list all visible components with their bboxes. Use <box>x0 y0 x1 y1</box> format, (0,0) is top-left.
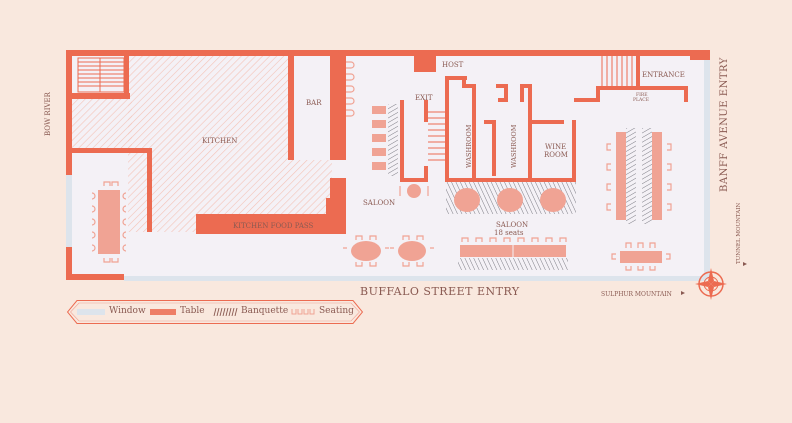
label-saloon-seats: 18 seats <box>494 229 524 237</box>
label-fireplace-2: PLACE <box>633 97 649 103</box>
table-south-2 <box>390 235 434 267</box>
label-tunnel-mountain: TUNNEL MOUNTAIN <box>736 203 742 264</box>
label-banff-avenue-entry: BANFF AVENUE ENTRY <box>719 57 730 192</box>
seating <box>372 106 386 170</box>
label-washroom-1: WASHROOM <box>465 124 473 168</box>
stairs-exit <box>428 111 445 161</box>
bar-stools <box>346 61 355 117</box>
label-bar: BAR <box>306 99 322 107</box>
arrow-right-icon <box>743 262 747 266</box>
window-west <box>66 175 72 247</box>
label-saloon-small: SALOON <box>363 199 395 207</box>
legend-table-label: Table <box>180 306 205 316</box>
label-host: HOST <box>442 61 464 69</box>
saloon-small-table <box>399 184 429 198</box>
label-saloon-main: SALOON <box>496 221 528 229</box>
legend-seating-swatch <box>291 309 315 315</box>
legend-window-label: Window <box>109 306 146 316</box>
legend-table-swatch <box>150 309 176 315</box>
compass-rose-icon <box>695 268 727 300</box>
legend-banquette-label: Banquette <box>241 306 289 316</box>
label-fireplace-1: FIRE <box>636 92 648 98</box>
table-east-small <box>611 242 671 271</box>
table-south-long <box>458 237 568 270</box>
kitchen-area <box>72 56 332 232</box>
banquette <box>388 104 398 176</box>
label-entrance: ENTRANCE <box>642 71 685 79</box>
label-washroom-2: WASHROOM <box>510 124 518 168</box>
label-kitchen: KITCHEN <box>202 137 237 145</box>
legend-frame <box>67 300 363 324</box>
legend-seating-label: Seating <box>319 306 354 316</box>
label-kitchen-food-pass: KITCHEN FOOD PASS <box>233 222 314 230</box>
window-south <box>124 276 706 281</box>
label-wine-room-1: WINE <box>545 143 566 151</box>
table-east-double <box>606 128 672 224</box>
legend: Window Table Banquette Seating <box>67 300 363 324</box>
legend-banquette-swatch <box>213 308 238 316</box>
table-south-1 <box>343 235 389 267</box>
table-west <box>91 181 127 263</box>
label-bow-river: BOW RIVER <box>44 91 52 136</box>
label-exit: EXIT <box>415 94 433 102</box>
walls <box>66 50 710 280</box>
stairs-entrance <box>601 56 633 86</box>
arrow-right-icon <box>681 291 685 295</box>
label-buffalo-street-entry: BUFFALO STREET ENTRY <box>360 285 520 298</box>
saloon-main-banquette <box>446 182 576 214</box>
window-east <box>704 60 710 278</box>
legend-window-swatch <box>77 309 105 315</box>
stairs-kitchen <box>77 57 125 93</box>
label-sulphur-mountain: SULPHUR MOUNTAIN <box>601 291 672 298</box>
label-wine-room-2: ROOM <box>544 151 568 159</box>
